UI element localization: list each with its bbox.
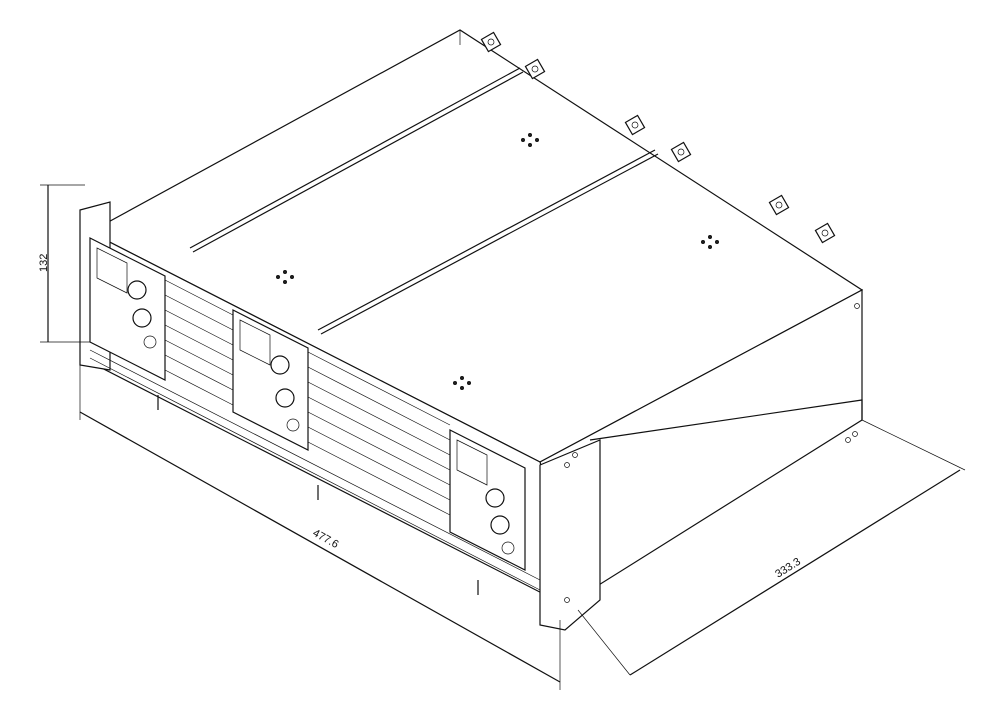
module-display [456,439,488,486]
module-3 [449,429,526,571]
knob-icon [490,515,510,535]
module-display [239,319,271,366]
power-switch-icon [286,418,300,432]
dimension-height [40,184,90,343]
knob-icon [275,388,295,408]
module-2 [232,309,309,451]
height-dimension-label: 132 [38,254,50,272]
width-dimension-label: 477.6 [311,527,341,551]
rear-terminals [480,31,836,244]
chassis-top [88,29,864,463]
knob-icon [132,308,152,328]
power-switch-icon [501,541,515,555]
dimension-depth [577,419,966,676]
knob-icon [127,280,147,300]
module-1 [89,237,166,381]
knob-icon [485,488,505,508]
dimension-width [79,360,561,690]
power-switch-icon [143,335,157,349]
front-vents [89,279,541,591]
front-screws [157,395,479,595]
rack-ear-right [539,439,601,631]
module-display [96,247,128,294]
knob-icon [270,355,290,375]
